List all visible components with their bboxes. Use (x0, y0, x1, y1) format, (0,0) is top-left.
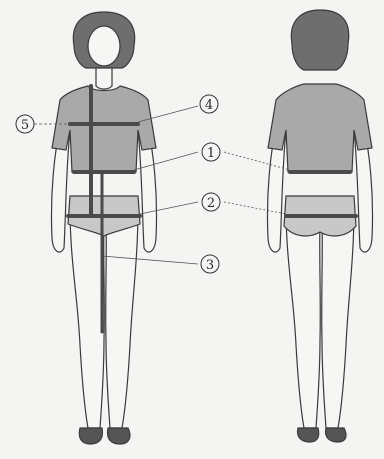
callout-4-label: 4 (205, 98, 213, 113)
back-left-leg (286, 208, 320, 428)
back-hair (291, 10, 348, 70)
callout-4: 4 (200, 95, 218, 113)
front-face (88, 26, 120, 66)
callout-2-label: 2 (207, 196, 215, 211)
callout-3-label: 3 (206, 258, 214, 273)
front-figure (51, 12, 156, 444)
back-figure (267, 10, 372, 442)
callout-2: 2 (202, 193, 220, 211)
back-right-shoe (326, 428, 347, 442)
callout-5: 5 (16, 115, 34, 133)
front-left-leg (70, 208, 104, 428)
front-right-leg (106, 208, 138, 428)
front-neck (96, 66, 112, 89)
back-left-shoe (298, 428, 319, 442)
front-left-shoe (79, 428, 102, 444)
callout-3: 3 (201, 255, 219, 273)
back-right-leg (322, 208, 354, 428)
front-right-shoe (108, 428, 130, 444)
callout-1-label: 1 (207, 146, 215, 161)
callout-5-label: 5 (21, 118, 29, 133)
callout-1: 1 (202, 143, 220, 161)
